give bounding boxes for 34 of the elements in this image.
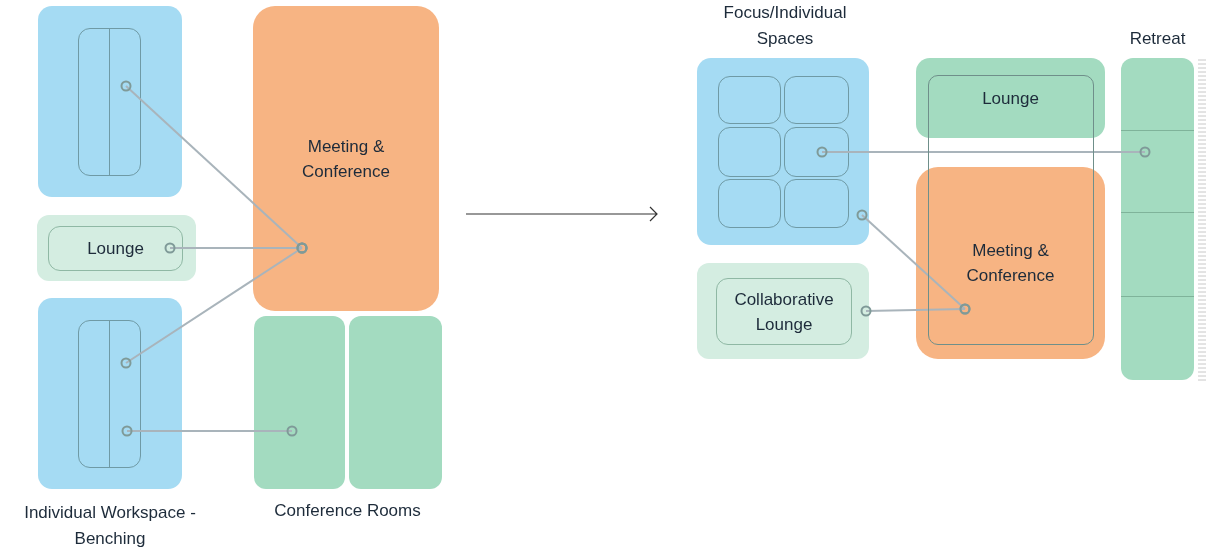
focus-pod [784, 179, 849, 228]
desk [78, 28, 141, 176]
connector-line [860, 303, 971, 317]
workspace-zone [38, 298, 182, 489]
lounge-zone [37, 215, 196, 281]
connector-line [120, 242, 308, 369]
zone-caption: Individual Workspace - Benching [23, 502, 197, 548]
meeting-room [253, 6, 439, 311]
conference-room [349, 316, 442, 489]
conference-room [254, 316, 345, 489]
focus-zone [697, 58, 869, 245]
focus-pod [718, 179, 781, 228]
lounge-zone [697, 263, 869, 359]
room-label: Collaborative Lounge [733, 288, 835, 336]
connector-line [816, 146, 1151, 158]
workspace-zone [38, 6, 182, 197]
focus-pod [718, 76, 781, 124]
zone-caption: Conference Rooms [273, 500, 422, 522]
room-label: Lounge [87, 238, 144, 260]
lounge-area [916, 58, 1105, 138]
room-label: Meeting & Conference [301, 135, 391, 183]
room-label: Lounge [982, 87, 1039, 110]
connector-line [121, 425, 298, 437]
meeting-room [916, 167, 1105, 359]
desk [78, 320, 141, 468]
retreat-strip [1121, 58, 1194, 380]
zone-caption: Focus/Individual Spaces [722, 2, 848, 50]
lounge-area [716, 278, 852, 345]
room-label: Meeting & Conference [965, 240, 1056, 287]
focus-pod [784, 76, 849, 124]
focus-pod [718, 127, 781, 177]
zone-caption: Retreat [1128, 28, 1187, 50]
focus-pod [784, 127, 849, 177]
lounge-area [48, 226, 183, 271]
